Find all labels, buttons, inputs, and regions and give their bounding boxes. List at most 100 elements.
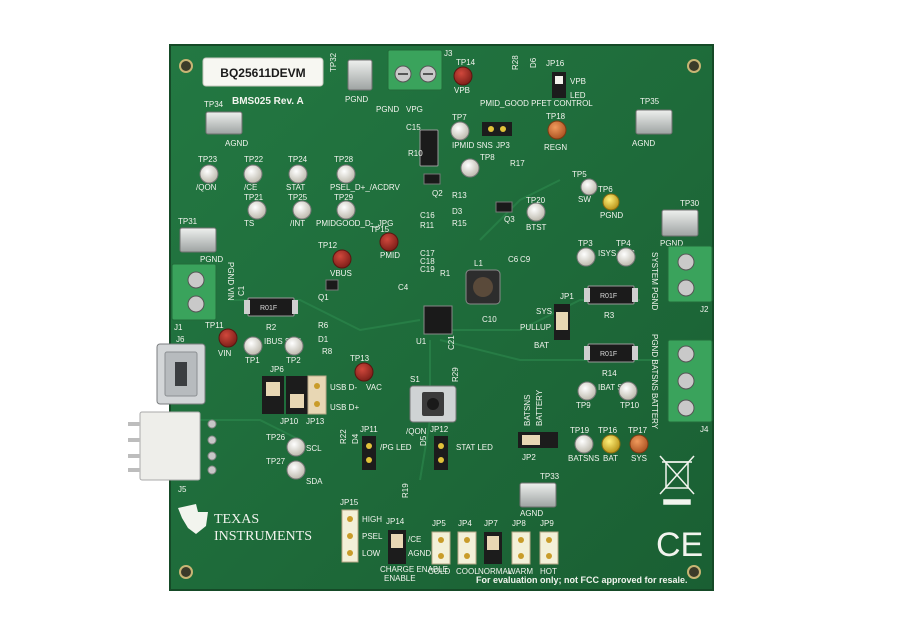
- connector-j6-usb[interactable]: J6: [156, 335, 206, 405]
- gnd-pad-tp32[interactable]: TP32 PGND: [329, 52, 373, 104]
- testpoint-tp17[interactable]: TP17 SYS: [628, 426, 649, 463]
- testpoint-tp5[interactable]: TP5 SW: [572, 170, 598, 204]
- svg-text:J3: J3: [444, 49, 453, 58]
- svg-text:TP6: TP6: [598, 185, 613, 194]
- connector-j4[interactable]: J4 PGND BATSNS BATTERY: [650, 334, 713, 434]
- svg-text:CHARGE ENABLE: CHARGE ENABLE: [380, 565, 448, 574]
- testpoint-tp18[interactable]: TP18 REGN: [544, 112, 567, 152]
- switch-s1[interactable]: S1 /QON: [406, 375, 457, 436]
- svg-text:TP8: TP8: [480, 153, 495, 162]
- svg-text:VPB: VPB: [570, 77, 586, 86]
- connector-j3[interactable]: J3 PGND VPG: [376, 49, 453, 114]
- svg-text:COLD: COLD: [428, 567, 450, 576]
- svg-text:AGND: AGND: [632, 139, 655, 148]
- svg-text:C17: C17: [420, 249, 435, 258]
- jumper-jp8[interactable]: JP8 WARM: [508, 519, 533, 576]
- svg-text:STAT LED: STAT LED: [456, 443, 493, 452]
- testpoint-tp6[interactable]: TP6 PGND: [598, 185, 623, 220]
- svg-text:VBUS: VBUS: [330, 269, 352, 278]
- svg-text:C6: C6: [508, 255, 519, 264]
- transistor-q2: Q2: [423, 173, 443, 198]
- svg-text:R13: R13: [452, 191, 467, 200]
- svg-text:U1: U1: [416, 337, 427, 346]
- svg-text:Q2: Q2: [432, 189, 443, 198]
- testpoint-tp22[interactable]: TP22 /CE: [243, 155, 264, 192]
- testpoint-tp27[interactable]: TP27 SDA: [266, 457, 323, 486]
- testpoint-tp13[interactable]: TP13 VAC: [350, 354, 382, 392]
- svg-text:TP11: TP11: [205, 321, 224, 330]
- svg-text:R11: R11: [420, 221, 435, 230]
- svg-text:D5: D5: [419, 435, 428, 446]
- svg-text:BATSNS: BATSNS: [568, 454, 599, 463]
- svg-text:J4: J4: [700, 425, 709, 434]
- jumper-jp13[interactable]: JP13 USB D+: [306, 375, 359, 426]
- svg-text:S1: S1: [410, 375, 420, 384]
- connector-j2[interactable]: J2 SYSTEM PGND: [650, 245, 713, 314]
- gnd-pad-tp33[interactable]: TP33 AGND: [519, 472, 560, 518]
- testpoint-tp25[interactable]: TP25 /INT: [288, 193, 312, 228]
- jumper-jp6[interactable]: JP6 USB D-: [262, 365, 357, 414]
- svg-text:VPB: VPB: [454, 86, 470, 95]
- svg-text:TP10: TP10: [620, 401, 640, 410]
- disclaimer-text: For evaluation only; not FCC approved fo…: [476, 575, 688, 585]
- gnd-pad-tp31[interactable]: TP31 PGND: [178, 217, 223, 264]
- connector-j5-header[interactable]: J5: [128, 411, 217, 494]
- svg-text:D6: D6: [529, 57, 538, 68]
- jumper-jp11[interactable]: JP11 /PG LED: [360, 425, 412, 470]
- resistor-r14: R01F R14: [584, 343, 638, 378]
- gnd-pad-tp34[interactable]: TP34 AGND: [204, 100, 248, 148]
- gnd-pad-tp35[interactable]: TP35 AGND: [632, 97, 673, 148]
- gnd-pad-tp30[interactable]: TP30 PGND: [660, 199, 700, 248]
- connector-j1[interactable]: J1 PGND VIN: [171, 262, 235, 332]
- svg-text:TP15: TP15: [370, 225, 390, 234]
- testpoint-tp29[interactable]: TP29 PMIDGOOD_D-_JPG: [316, 193, 393, 228]
- svg-text:TP22: TP22: [244, 155, 264, 164]
- jumper-jp2[interactable]: JP2 BATSNS BATTERY: [518, 389, 558, 462]
- svg-text:HIGH: HIGH: [362, 515, 382, 524]
- testpoint-tp9[interactable]: TP9 IBAT SNS: [576, 381, 634, 410]
- svg-text:TP33: TP33: [540, 472, 560, 481]
- testpoint-tp19[interactable]: TP19 BATSNS: [568, 426, 599, 463]
- jumper-jp3[interactable]: JP3 PMID_GOOD PFET CONTROL: [480, 99, 593, 150]
- svg-text:LED: LED: [570, 91, 586, 100]
- svg-text:TP2: TP2: [286, 356, 301, 365]
- svg-text:SDA: SDA: [306, 477, 323, 486]
- jumper-jp1[interactable]: JP1 SYS PULLUP BAT: [520, 292, 574, 350]
- svg-text:JP4: JP4: [458, 519, 472, 528]
- testpoint-tp4[interactable]: TP4: [616, 239, 636, 267]
- svg-text:TP5: TP5: [572, 170, 587, 179]
- testpoint-tp11[interactable]: TP11 VIN: [205, 321, 238, 358]
- testpoint-tp14[interactable]: TP14 VPB: [453, 58, 476, 95]
- jumper-jp10[interactable]: JP10: [280, 376, 308, 426]
- jumper-jp4[interactable]: JP4 COOL: [456, 519, 479, 576]
- testpoint-tp24[interactable]: TP24 STAT: [286, 155, 308, 192]
- ti-logo: TEXAS INSTRUMENTS: [178, 504, 312, 544]
- testpoint-tp2[interactable]: TP2: [284, 336, 304, 365]
- jumper-jp15[interactable]: JP15 HIGH PSEL LOW: [340, 498, 383, 563]
- svg-text:R6: R6: [318, 321, 329, 330]
- jumper-jp5[interactable]: JP5 COLD: [428, 519, 451, 576]
- testpoint-tp16[interactable]: TP16 BAT: [598, 426, 621, 463]
- testpoint-tp20[interactable]: TP20 BTST: [526, 196, 547, 232]
- testpoint-tp28[interactable]: TP28 PSEL_D+_/ACDRV: [330, 155, 401, 192]
- testpoint-tp10[interactable]: TP10: [618, 381, 640, 410]
- testpoint-tp12[interactable]: TP12 VBUS: [318, 241, 352, 278]
- jumper-jp14[interactable]: JP14 /CE AGND CHARGE ENABLE ENABLE: [380, 517, 448, 583]
- testpoint-tp15[interactable]: TP15 PMID: [370, 225, 400, 260]
- jumper-jp9[interactable]: JP9 HOT: [539, 519, 559, 576]
- jumper-jp7[interactable]: JP7 NORMAL: [478, 519, 513, 576]
- jumper-jp12[interactable]: JP12 STAT LED: [430, 425, 493, 470]
- testpoint-tp1[interactable]: TP1 IBUS SNS: [243, 336, 301, 365]
- testpoint-tp8[interactable]: TP8: [460, 153, 495, 178]
- testpoint-tp23[interactable]: TP23 /QON: [196, 155, 219, 192]
- jumper-jp16[interactable]: JP16 VPB LED: [546, 59, 586, 100]
- testpoint-tp3[interactable]: TP3 ISYS SNS: [576, 239, 635, 267]
- testpoint-tp21[interactable]: TP21 TS: [244, 193, 267, 228]
- svg-text:JP7: JP7: [484, 519, 498, 528]
- svg-text:PMID: PMID: [380, 251, 400, 260]
- testpoint-tp7[interactable]: TP7 IPMID SNS: [450, 113, 493, 150]
- testpoint-tp26[interactable]: TP26 SCL: [266, 433, 322, 457]
- svg-text:TP16: TP16: [598, 426, 618, 435]
- svg-text:/CE: /CE: [408, 535, 421, 544]
